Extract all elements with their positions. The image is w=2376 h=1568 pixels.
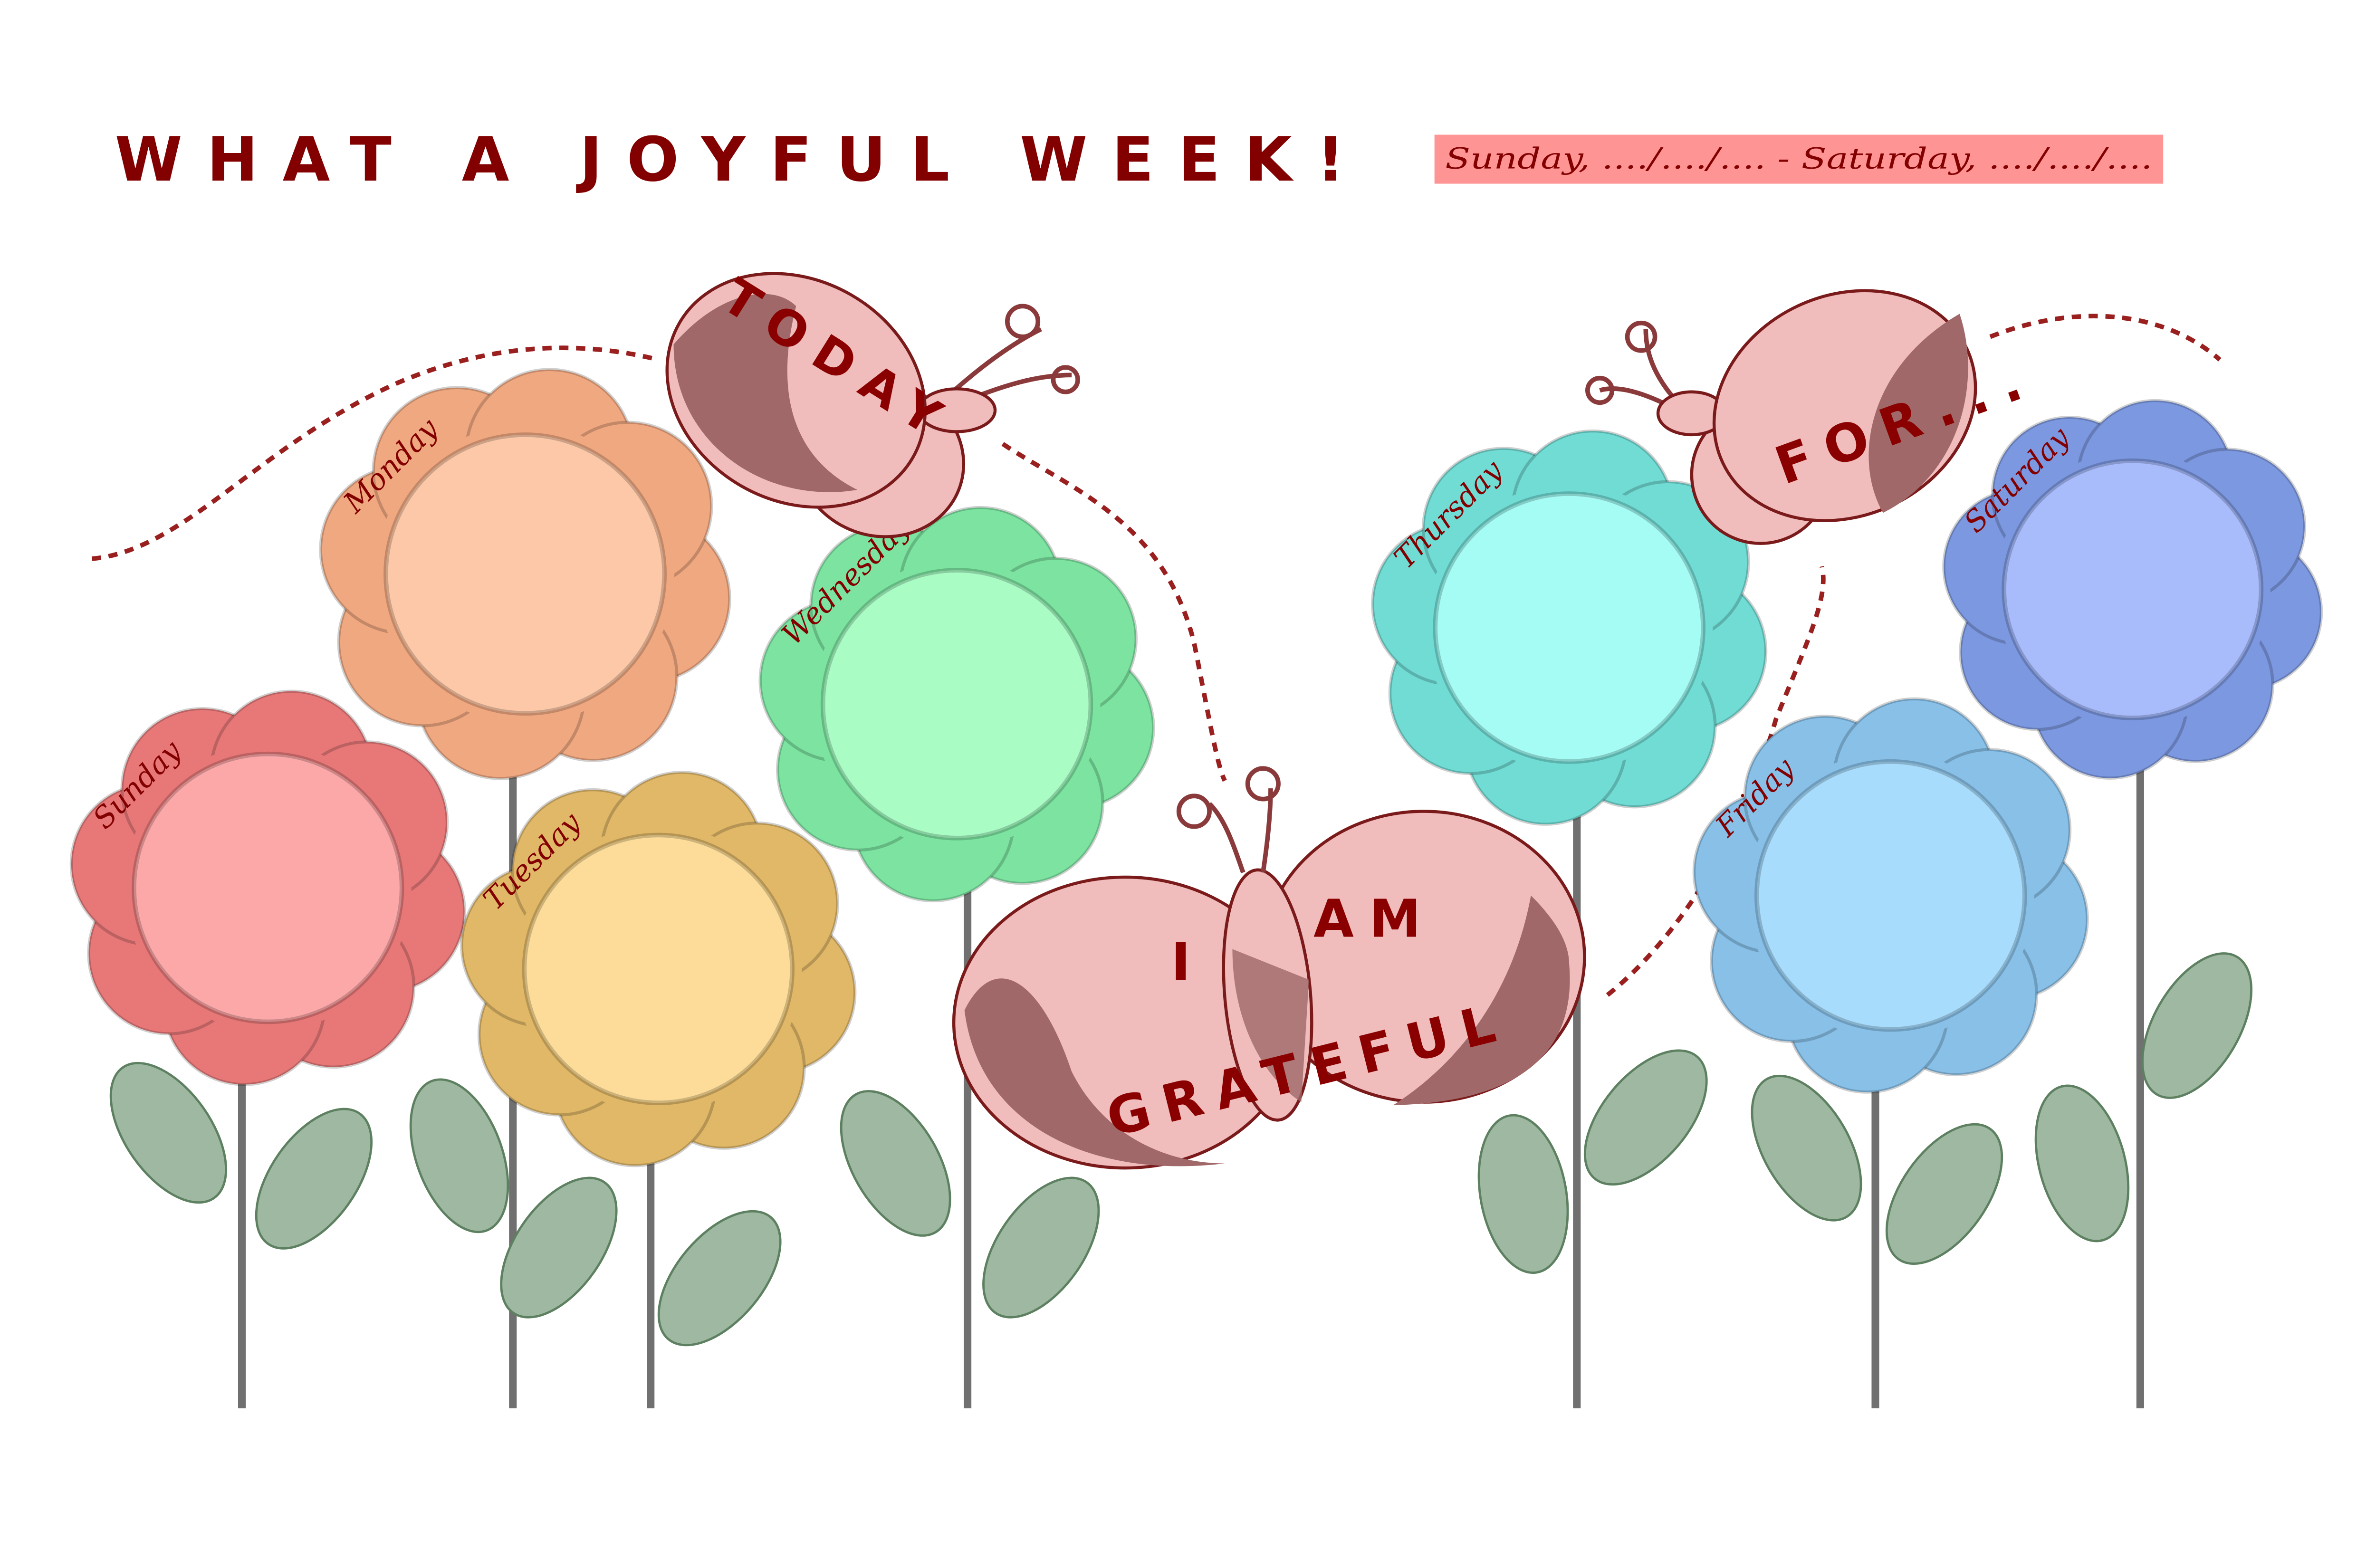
page-title: WHAT A JOYFUL WEEK! xyxy=(115,124,1369,195)
flower-wednesday: Wednesday xyxy=(758,506,1155,1408)
journal-circle-wednesday[interactable] xyxy=(820,568,1093,841)
leaf xyxy=(657,1210,782,1347)
leaf xyxy=(1583,1049,1708,1186)
flower-monday: Monday xyxy=(319,368,731,1408)
flower-friday: Friday xyxy=(1692,697,2089,1408)
leaf xyxy=(1477,1114,1569,1274)
leaf xyxy=(500,1176,618,1319)
butterfly-text-am: AM xyxy=(1313,889,1436,949)
flower-saturday: Saturday xyxy=(1942,399,2323,1408)
leaf xyxy=(1751,1074,1862,1222)
journal-circle-monday[interactable] xyxy=(383,432,667,716)
butterfly-i-am-grateful: I AM GRATEFUL xyxy=(952,766,1586,1170)
flower-sunday: Sunday xyxy=(69,689,466,1408)
gratitude-week-planner: WHAT A JOYFUL WEEK! Sunday, ..../..../..… xyxy=(69,124,2323,1408)
flower-thursday: Thursday xyxy=(1371,429,1768,1408)
leaf xyxy=(982,1176,1100,1319)
leaf xyxy=(255,1108,373,1250)
journal-circle-thursday[interactable] xyxy=(1433,491,1705,764)
leaf xyxy=(409,1078,509,1233)
butterfly-text-i: I xyxy=(1171,931,1191,992)
date-range-text[interactable]: Sunday, ..../..../.... - Saturday, ..../… xyxy=(1445,142,2152,175)
flower-tuesday: Tuesday xyxy=(460,771,857,1408)
journal-circle-friday[interactable] xyxy=(1754,759,2027,1032)
leaf xyxy=(840,1090,951,1237)
leaf xyxy=(2141,952,2253,1099)
journal-circle-tuesday[interactable] xyxy=(522,832,795,1106)
leaf xyxy=(1885,1123,2003,1265)
leaf xyxy=(2034,1084,2130,1243)
leaf xyxy=(109,1061,228,1204)
journal-circle-saturday[interactable] xyxy=(2002,458,2264,720)
date-range-box xyxy=(1434,134,2164,184)
journal-circle-sunday[interactable] xyxy=(132,751,404,1024)
